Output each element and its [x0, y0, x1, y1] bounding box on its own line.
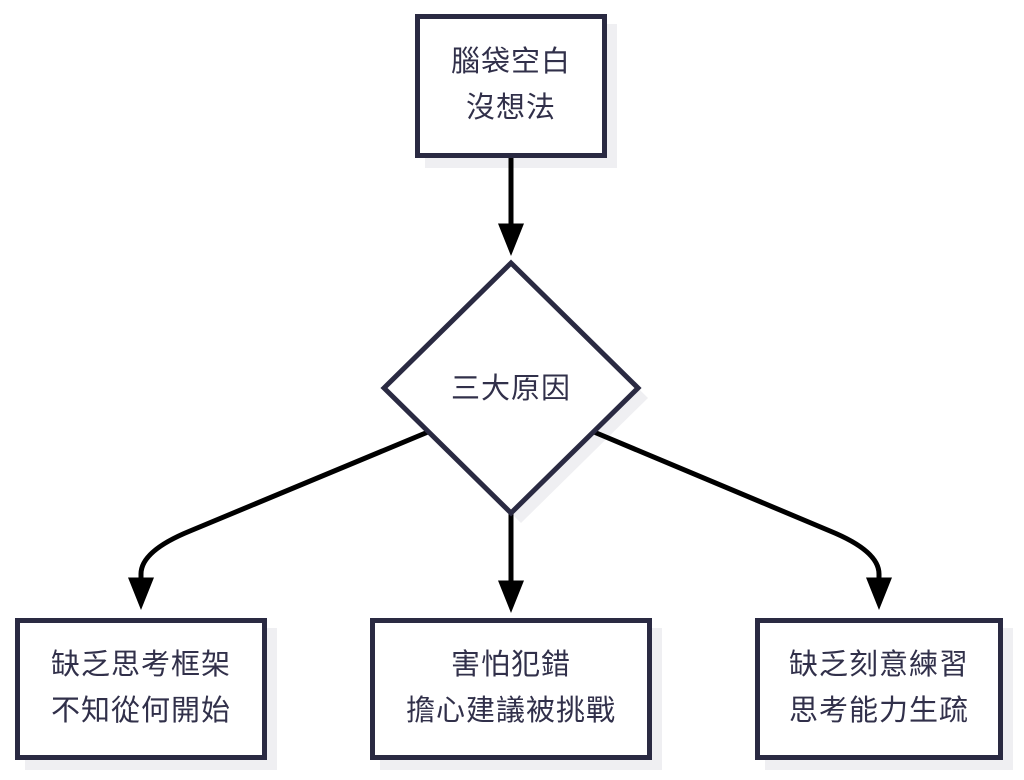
cause-right-label-line2: 思考能力生疏	[789, 694, 969, 727]
decision-diamond	[380, 259, 642, 517]
root-box-label-line1: 腦袋空白	[451, 45, 571, 78]
cause-right-label-line1: 缺乏刻意練習	[789, 648, 969, 681]
cause-left-label-line2: 不知從何開始	[51, 694, 231, 727]
node-cause-left: 缺乏思考框架 不知從何開始	[15, 618, 267, 760]
cause-left-label-line1: 缺乏思考框架	[51, 648, 231, 681]
edge-decision-to-cause-left	[127, 429, 429, 610]
decision-diamond-label: 三大原因	[451, 372, 571, 405]
cause-middle-label-line2: 擔心建議被挑戰	[406, 694, 616, 727]
node-decision: 三大原因	[380, 259, 642, 517]
cause-middle-label-line1: 害怕犯錯	[451, 648, 571, 681]
cause-right-box	[755, 618, 1003, 760]
node-cause-right: 缺乏刻意練習 思考能力生疏	[755, 618, 1003, 760]
cause-middle-box	[370, 618, 652, 760]
root-box	[415, 14, 607, 158]
node-root: 腦袋空白 沒想法	[415, 14, 607, 158]
node-cause-middle: 害怕犯錯 擔心建議被挑戰	[370, 618, 652, 760]
cause-left-box	[15, 618, 267, 760]
root-box-label-line2: 沒想法	[466, 91, 556, 124]
edge-decision-to-cause-right	[593, 429, 892, 610]
edges	[127, 158, 892, 613]
